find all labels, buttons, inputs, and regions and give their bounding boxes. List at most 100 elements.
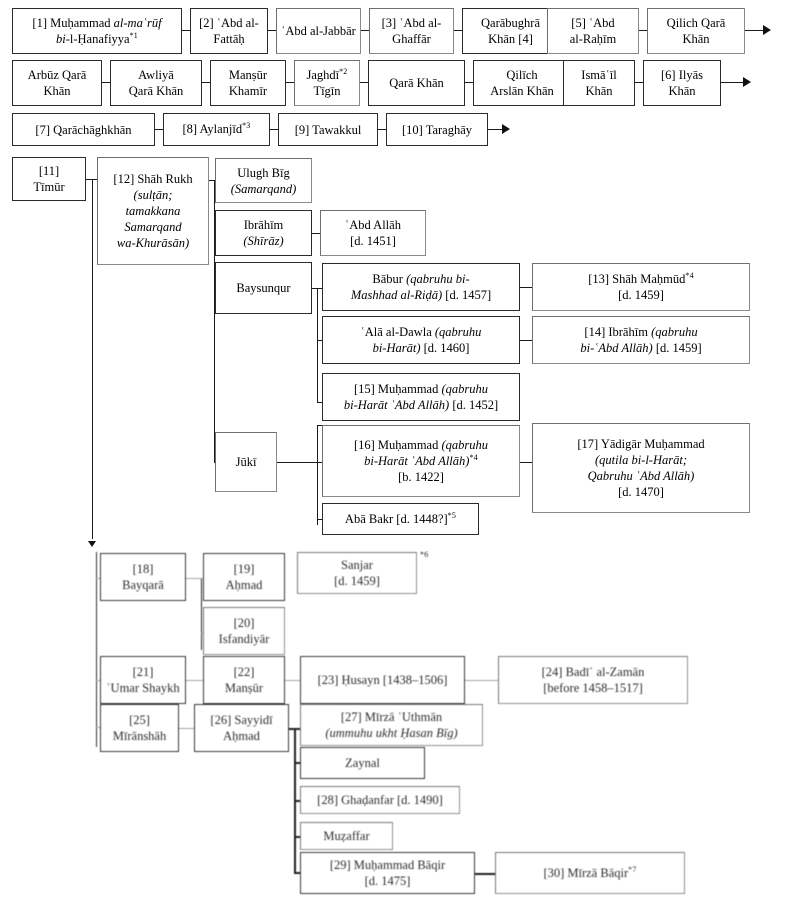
node-abd-al-jabbar: ʿAbd al-Jabbār (276, 8, 361, 54)
node-muhammad-baqir: [29] Muḥammad Bāqir[d. 1475] (300, 852, 475, 894)
node-tawakkul: [9] Tawakkul (278, 113, 378, 146)
node-label: ʿAbd Allāh[d. 1451] (345, 218, 401, 248)
node-label: [19]Aḥmad (225, 562, 263, 592)
node-juki: Jūkī (215, 432, 277, 492)
node-label: Bābur (qabruhu bi-Mashhad al-Riḍā) [d. 1… (350, 272, 492, 302)
node-abd-allah-1451: ʿAbd Allāh[d. 1451] (320, 210, 426, 256)
node-label: [23] Ḥusayn [1438–1506] (317, 673, 448, 687)
footnote-marker-5: *5 (447, 510, 457, 520)
continuation-arrow-row1 (763, 25, 771, 35)
node-label: [21]ʿUmar Shaykh (106, 665, 180, 695)
node-taraghay: [10] Taraghāy (386, 113, 488, 146)
node-label: [29] Muḥammad Bāqir[d. 1475] (329, 858, 446, 888)
node-timur: [11]Tīmūr (12, 157, 86, 201)
node-qarachaghkhan: [7] Qarāchāghkhān (12, 113, 155, 146)
node-label: [13] Shāh Maḥmūd*4[d. 1459] (588, 270, 694, 303)
node-label: [20]Isfandiyār (218, 616, 270, 646)
node-abd-al-fattah: [2] ʿAbd al-Fattāḥ (190, 8, 268, 54)
node-label: Qarā Khān (389, 76, 444, 90)
node-ibrahim-shiraz: Ibrāhīm(Shīrāz) (215, 210, 312, 256)
footnote-marker-4b: *4 (469, 452, 478, 462)
timur-descent-arrow (88, 541, 96, 552)
node-husayn-23: [23] Ḥusayn [1438–1506] (300, 656, 465, 704)
node-label: Muẓaffar (323, 829, 370, 843)
footnote-marker-7: *7 (628, 864, 637, 874)
node-label: [7] Qarāchāghkhān (35, 122, 132, 137)
node-label: [18]Bayqarā (122, 562, 164, 592)
node-label: Sanjar[d. 1459] (334, 558, 380, 588)
node-mirza-baqir: [30] Mīrzā Bāqir*7 (495, 852, 685, 894)
node-label: Jūkī (235, 455, 257, 469)
footnote-marker-4a: *4 (685, 270, 694, 280)
node-label: [8] Aylanjīd*3 (182, 121, 251, 137)
node-label: ʿAbd al-Jabbār (281, 24, 356, 38)
node-mansur-22: [22]Manṣūr (203, 656, 285, 704)
node-badi-al-zaman: [24] Badīʿ al-Zamān[before 1458–1517] (498, 656, 688, 704)
node-label: Ibrāhīm(Shīrāz) (243, 218, 284, 248)
footnote-marker-2: *2 (339, 66, 348, 76)
node-label: [2] ʿAbd al-Fattāḥ (199, 16, 259, 46)
node-label: Baysunqur (236, 281, 291, 295)
node-label: Abā Bakr [d. 1448?]*5 (344, 510, 457, 527)
node-muzaffar: Muẓaffar (300, 822, 393, 850)
node-label: [9] Tawakkul (294, 122, 362, 137)
node-label: [22]Manṣūr (224, 665, 264, 695)
node-babur: Bābur (qabruhu bi-Mashhad al-Riḍā) [d. 1… (322, 263, 520, 311)
node-miranshah: [25]Mīrānshāh (100, 704, 179, 752)
node-ulugh-big: Ulugh Bīg(Samarqand) (215, 158, 312, 203)
node-label: Zaynal (345, 756, 380, 770)
node-shah-mahmud: [13] Shāh Maḥmūd*4[d. 1459] (532, 263, 750, 311)
node-yadigar-muhammad: [17] Yādigār Muḥammad(qutila bi-l-Harāt;… (532, 423, 750, 513)
node-umar-shaykh: [21]ʿUmar Shaykh (100, 656, 186, 704)
footnote-marker-3: *3 (242, 121, 251, 131)
node-label: [30] Mīrzā Bāqir*7 (543, 864, 637, 881)
node-ahmad-19: [19]Aḥmad (203, 553, 285, 601)
node-label: [27] Mīrzā ʿUthmān(ummuhu ukht Ḥasan Bīg… (325, 710, 458, 740)
node-label: [28] Ghaḍanfar [d. 1490] (317, 793, 443, 807)
node-label: [25]Mīrānshāh (112, 713, 167, 743)
node-qara-khan: Qarā Khān (368, 60, 465, 106)
node-label: [10] Taraghāy (401, 122, 473, 137)
node-zaynal: Zaynal (300, 747, 425, 779)
node-baysunqur: Baysunqur (215, 262, 312, 314)
footnote-marker-6: *6 (420, 550, 429, 559)
node-label: [17] Yādigār Muḥammad(qutila bi-l-Harāt;… (577, 437, 705, 499)
node-label: Ulugh Bīg(Samarqand) (230, 165, 297, 196)
node-sanjar: Sanjar[d. 1459] (297, 552, 417, 594)
node-label: [11]Tīmūr (33, 164, 65, 194)
node-aylanjid: [8] Aylanjīd*3 (163, 113, 270, 146)
node-ghadanfar: [28] Ghaḍanfar [d. 1490] (300, 786, 460, 814)
node-isfandiyar: [20]Isfandiyār (203, 607, 285, 655)
